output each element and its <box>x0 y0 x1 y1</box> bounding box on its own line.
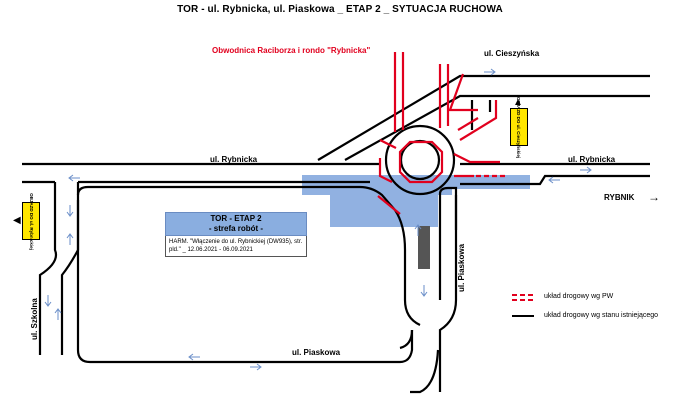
street-label-cieszynska: ul. Cieszyńska <box>484 49 540 58</box>
detour-sign-left-text: OBJAZD DO ul. Rybnickiej <box>28 192 34 250</box>
page-title: TOR - ul. Rybnicka, ul. Piaskowa _ ETAP … <box>177 4 503 15</box>
work-zone-note-line1: HARM. "Włączenie do ul. Rybnickiej (DW93… <box>169 239 303 245</box>
work-zone-subtitle: - strefa robót - <box>208 224 264 233</box>
detour-sign-left: OBJAZD DO ul. Rybnickiej <box>22 193 40 249</box>
legend-item-planned: układ drogowy wg PW <box>544 293 614 300</box>
street-label-rybnicka-right: ul. Rybnicka <box>568 155 616 164</box>
work-zone-note: HARM. "Włączenie do ul. Rybnickiej (DW93… <box>165 236 307 257</box>
arrow-up-icon: ▲ <box>513 97 523 108</box>
closure-hatch <box>418 226 430 269</box>
detour-sign-right: OBJAZD DO ul. Cieszyńskiej <box>510 96 528 158</box>
street-label-szkolna: ul. Szkolna <box>30 298 39 340</box>
legend-item-existing: układ drogowy wg stanu istniejącego <box>544 312 659 319</box>
work-zone-title: TOR - ETAP 2 <box>210 214 262 223</box>
street-label-piaskowa-bottom: ul. Piaskowa <box>292 348 341 357</box>
legend-samples <box>512 294 534 317</box>
lane-arrows <box>44 68 592 371</box>
work-zone-header: TOR - ETAP 2 - strefa robót - <box>165 212 307 236</box>
arrow-left-icon: ◀ <box>13 215 21 226</box>
direction-arrow-icon: → <box>648 190 660 204</box>
work-zone-panel: TOR - ETAP 2 - strefa robót - HARM. "Włą… <box>165 212 307 257</box>
existing-roads <box>22 74 650 394</box>
work-zone-note-line2: pld." _ 12.06.2021 - 06.09.2021 <box>169 247 253 253</box>
street-label-piaskowa: ul. Piaskowa <box>457 243 466 292</box>
project-label: Obwodnica Raciborza i rondo "Rybnicka" <box>212 46 371 55</box>
street-label-rybnicka-left: ul. Rybnicka <box>210 155 258 164</box>
planned-roads <box>377 52 505 215</box>
direction-label: RYBNIK <box>604 193 635 202</box>
